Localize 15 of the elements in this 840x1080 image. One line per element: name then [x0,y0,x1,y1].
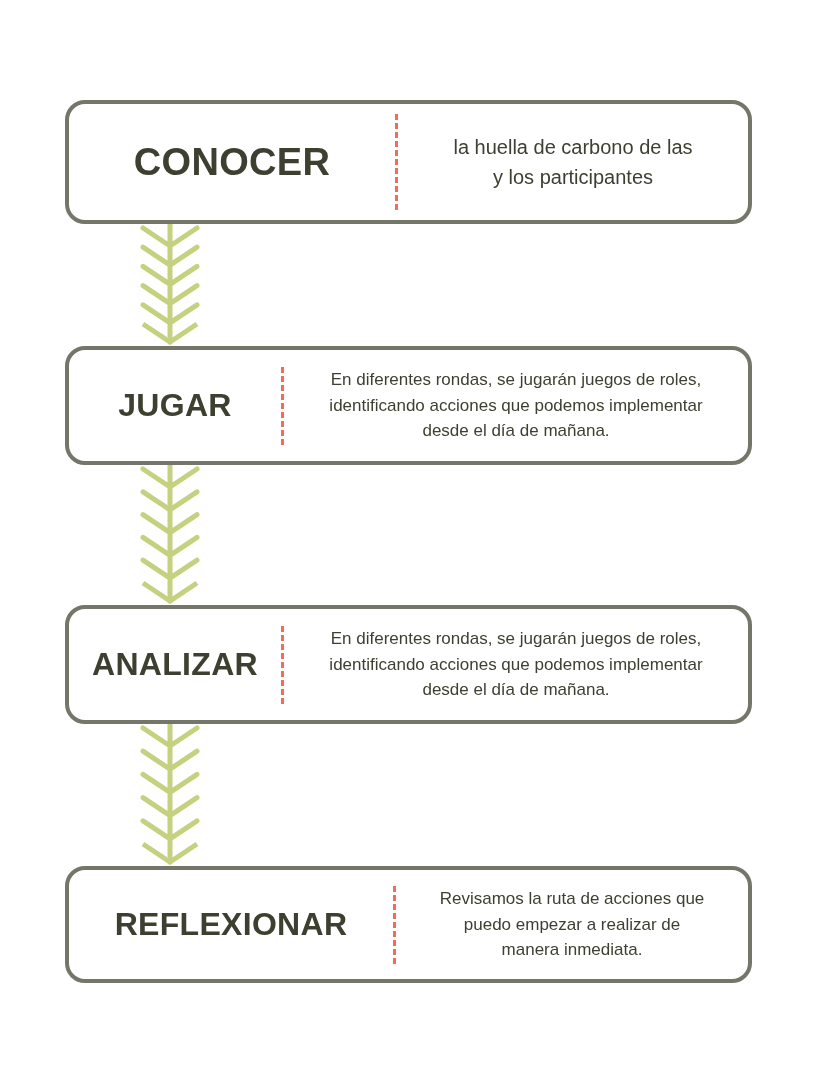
step-box [65,100,752,224]
step-box [65,605,752,724]
step-title: REFLEXIONAR [113,906,349,943]
step-description: En diferentes rondas, se jugarán juegos de roles, identificando acciones que podemos implementar desde el día de mañana. [328,628,704,702]
step-box [65,866,752,983]
step-description: En diferentes rondas, se jugarán juegos de roles, identificando acciones que podemos implementar desde el día de mañana. [328,369,704,443]
step-box [65,346,752,465]
step-description: la huella de carbono de las y los participantes [452,135,694,190]
step-title: CONOCER [132,140,332,184]
step-title: ANALIZAR [91,646,259,683]
step-description: Revisamos la ruta de acciones que puedo empezar a realizar de manera inmediata. [438,888,706,962]
chevron-arrow [140,221,200,345]
step-title: JUGAR [117,387,233,424]
chevron-arrow [140,462,200,604]
chevron-arrow [140,721,200,865]
